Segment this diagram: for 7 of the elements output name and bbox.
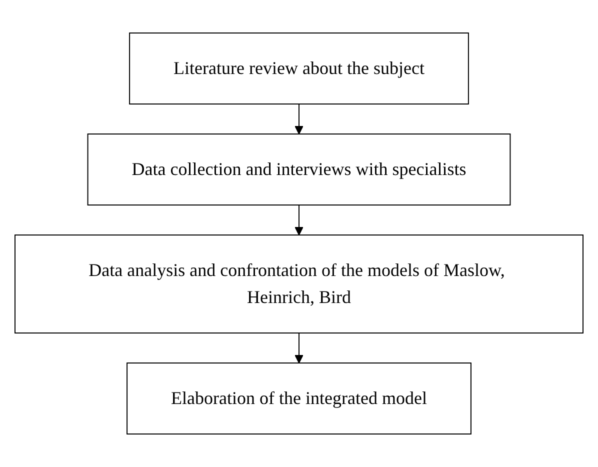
node-box: Literature review about the subject — [129, 32, 469, 104]
arrow — [294, 104, 304, 134]
arrow — [294, 332, 304, 364]
node-box: Elaboration of the integrated model — [126, 362, 472, 434]
arrow — [294, 204, 304, 236]
node-box: Data collection and interviews with specialists — [87, 134, 511, 206]
node-box: Data analysis and confrontation of the models of Maslow, Heinrich, Bird — [14, 234, 584, 334]
